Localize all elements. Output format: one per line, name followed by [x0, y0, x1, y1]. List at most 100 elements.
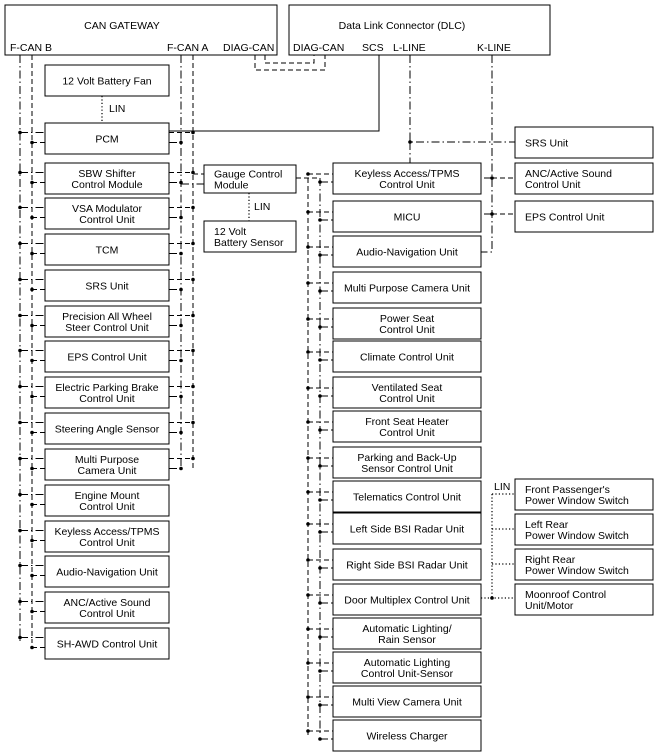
box-left-rear-pw-switch-frame — [514, 513, 654, 546]
box-moonroof-label: Moonroof Control — [525, 589, 606, 601]
box-left-bsi-label: Left Side BSI Radar Unit — [350, 524, 464, 536]
box-pcm: PCM — [44, 122, 170, 155]
junction-dot — [18, 130, 22, 135]
junction-dot — [30, 287, 34, 292]
l-line — [409, 55, 515, 143]
box-anc-right-label: Control Unit — [525, 179, 581, 191]
box-precision-awsteer-frame — [44, 305, 170, 338]
junction-dot — [30, 430, 34, 435]
box-wireless-charger-frame — [332, 719, 482, 752]
box-anc-fcan-label: ANC/Active Sound — [64, 597, 151, 609]
box-door-multiplex-label: Door Multiplex Control Unit — [344, 595, 470, 607]
junction-dot — [306, 420, 310, 424]
junction-dot — [306, 661, 310, 665]
box-door-multiplex-frame — [332, 583, 482, 616]
box-door-multiplex: Door Multiplex Control Unit — [332, 583, 482, 616]
box-mp-camera-fcan-frame — [44, 448, 170, 481]
box-auto-light-rain-label: Automatic Lighting/ — [362, 623, 451, 635]
box-telematics-frame — [332, 480, 482, 513]
box-multi-view-camera-frame — [332, 685, 482, 718]
box-eps-control-fcan: EPS Control Unit — [44, 340, 170, 373]
junction-dot — [306, 456, 310, 460]
junction-dot — [30, 323, 34, 328]
box-auto-light-ctrl-frame — [332, 651, 482, 684]
box-tcm-label: TCM — [96, 245, 119, 257]
junction-dot — [318, 218, 322, 222]
can-gateway-box — [4, 4, 278, 56]
junction-dot — [318, 180, 322, 184]
junction-dot — [408, 140, 412, 144]
junction-dot — [318, 601, 322, 605]
junction-dot — [318, 289, 322, 293]
junction-dot — [18, 492, 22, 497]
box-right-rear-pw-switch-frame — [514, 548, 654, 581]
junction-dot — [18, 456, 22, 461]
box-right-bsi: Right Side BSI Radar Unit — [332, 548, 482, 581]
box-power-seat-label: Power Seat — [380, 313, 434, 325]
junction-dot — [306, 350, 310, 354]
box-srs-unit-fcan-frame — [44, 269, 170, 302]
box-power-seat-label: Control Unit — [379, 324, 435, 336]
scs-line — [169, 55, 380, 132]
diag-can-link — [254, 55, 326, 71]
box-audio-nav-fcan-frame — [44, 555, 170, 588]
junction-dot — [306, 558, 310, 562]
junction-dot — [30, 215, 34, 220]
box-wireless-charger-label: Wireless Charger — [366, 731, 448, 743]
box-anc-right-frame — [514, 162, 654, 195]
junction-dot — [30, 394, 34, 399]
junction-dot — [318, 464, 322, 468]
box-keyless-fcan-label: Control Unit — [79, 537, 135, 549]
junction-dot — [306, 317, 310, 321]
box-sbw-shifter-frame — [44, 162, 170, 195]
dlc-box-frame — [288, 4, 551, 56]
box-battery-sensor-label: 12 Volt — [214, 226, 246, 238]
lin-label-gauge: LIN — [254, 201, 270, 213]
box-tcm: TCM — [44, 233, 170, 266]
box-steering-angle-sensor-label: Steering Angle Sensor — [55, 424, 160, 436]
box-micu-label: MICU — [394, 212, 421, 224]
port-diag-can-gw: DIAG-CAN — [223, 42, 274, 54]
box-moonroof-frame — [514, 583, 654, 616]
junction-dot — [30, 502, 34, 507]
box-right-rear-pw-switch-label: Power Window Switch — [525, 565, 629, 577]
junction-dot — [318, 253, 322, 257]
box-keyless-bcan-label: Control Unit — [379, 179, 435, 191]
port-scs: SCS — [362, 42, 384, 54]
junction-dot — [179, 466, 183, 471]
port-fcan-a: F-CAN A — [167, 42, 208, 54]
junction-dot — [306, 245, 310, 249]
box-power-seat-frame — [332, 307, 482, 340]
connection-lines — [18, 55, 515, 741]
junction-dot — [318, 566, 322, 570]
box-pcm-label: PCM — [95, 134, 118, 146]
box-auto-light-ctrl-label: Automatic Lighting — [364, 657, 451, 669]
box-srs-unit-fcan: SRS Unit — [44, 269, 170, 302]
junction-dot — [18, 384, 22, 389]
junction-dot — [490, 596, 494, 600]
junction-dot — [18, 635, 22, 640]
junction-dot — [191, 348, 195, 353]
junction-dot — [318, 394, 322, 398]
box-mp-camera-bcan-label: Multi Purpose Camera Unit — [344, 283, 470, 295]
junction-dot — [318, 635, 322, 639]
junction-dot — [306, 695, 310, 699]
diag-can-link-2 — [264, 55, 315, 64]
box-front-pw-switch-label: Front Passenger's — [525, 484, 610, 496]
box-multi-view-camera-label: Multi View Camera Unit — [352, 697, 462, 709]
box-battery-sensor-frame — [203, 220, 297, 253]
box-precision-awsteer-label: Precision All Wheel — [62, 311, 152, 323]
junction-dot — [18, 528, 22, 533]
